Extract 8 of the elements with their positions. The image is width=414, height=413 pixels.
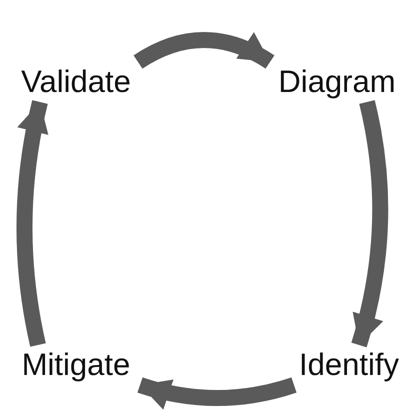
curved-arrow — [138, 377, 296, 410]
step-label: Diagram — [266, 62, 408, 102]
curved-arrow — [134, 32, 274, 69]
curved-arrow — [351, 100, 388, 348]
curved-arrow — [16, 100, 49, 347]
step-label: Validate — [10, 62, 142, 102]
step-label: Identify — [290, 345, 408, 385]
step-label: Mitigate — [8, 345, 144, 385]
